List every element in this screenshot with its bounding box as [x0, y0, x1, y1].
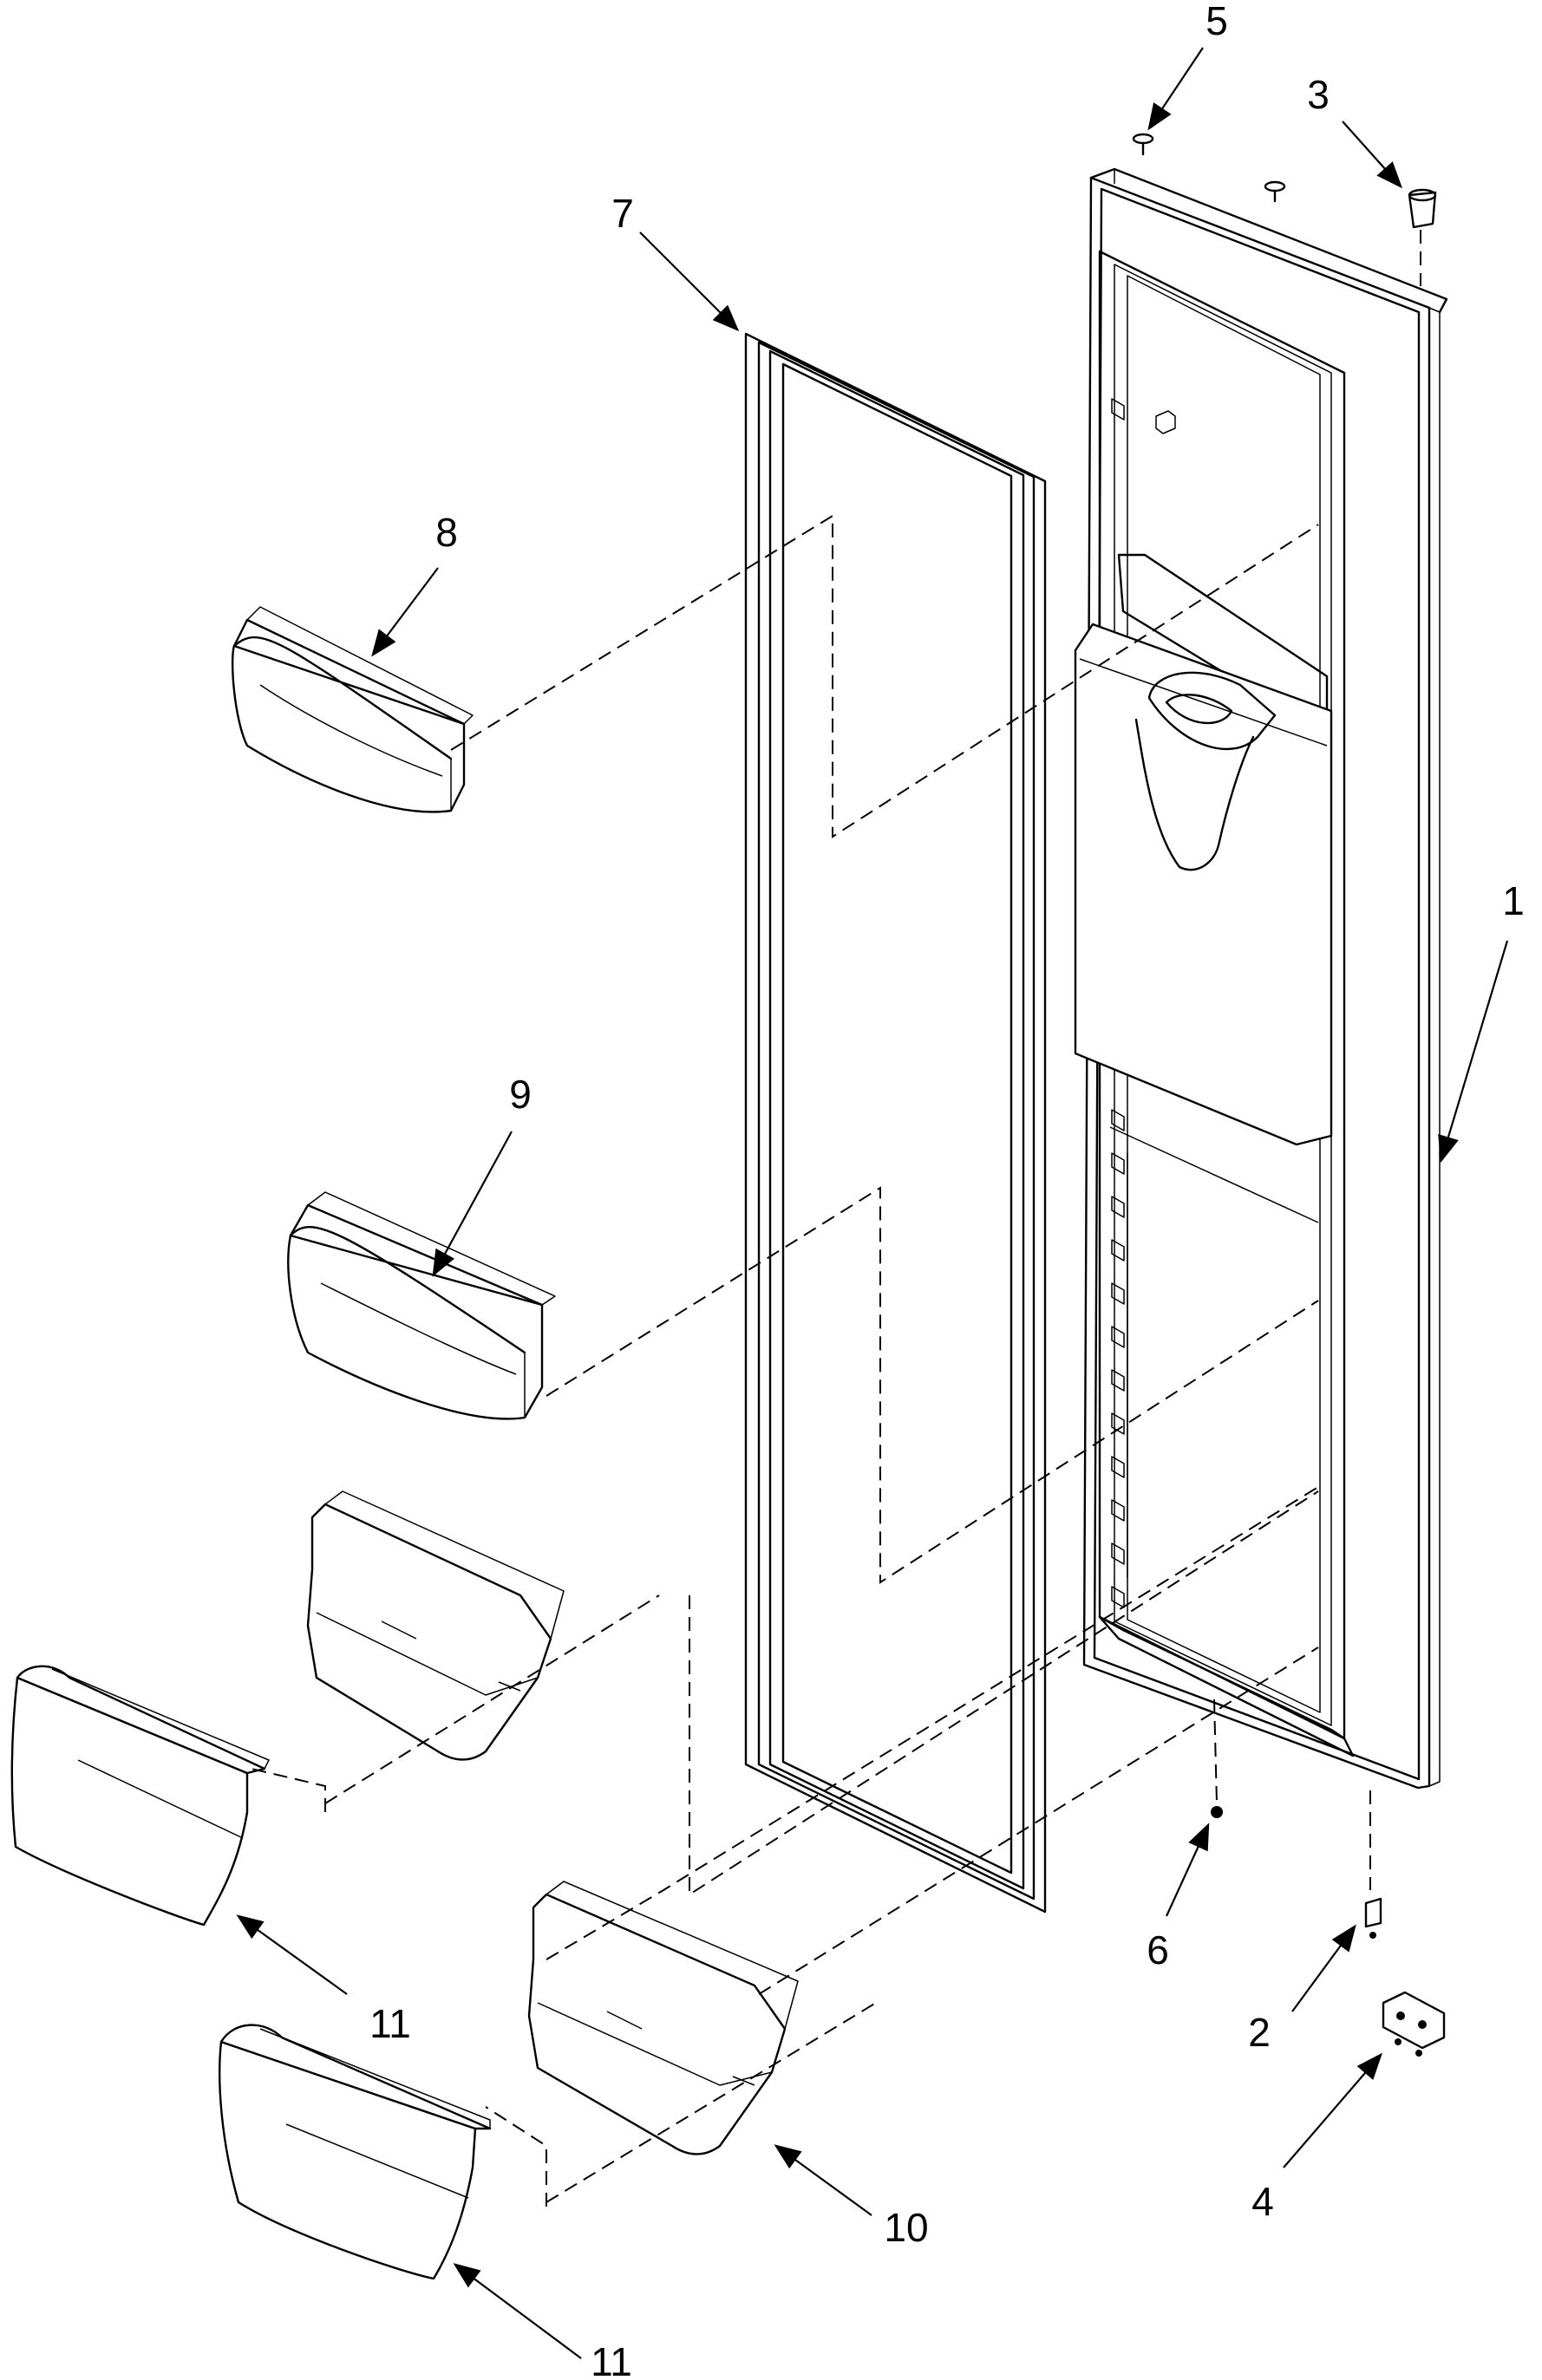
callout-10: 10 — [884, 2205, 928, 2250]
leader-11-upper — [236, 1914, 348, 1995]
leader-1 — [1438, 940, 1509, 1163]
leader-6 — [1165, 1822, 1210, 1917]
callout-11-upper: 11 — [369, 2001, 411, 2046]
door-bin-lower-part — [527, 1881, 799, 2155]
callout-5: 5 — [1206, 0, 1228, 43]
small-shelf-bin-part — [231, 606, 474, 813]
door-bin-upper-part — [306, 1490, 565, 1761]
callout-labels: 1 2 3 4 5 6 7 8 9 10 11 11 — [369, 0, 1525, 2380]
leader-11-lower — [453, 2263, 582, 2359]
lower-hinge-part — [1382, 1991, 1446, 2057]
bottom-plug-part — [1211, 1806, 1223, 1818]
leader-7 — [639, 231, 740, 332]
freezer-door-assembly — [1074, 167, 1448, 1790]
upper-hinge-bushing-part — [1408, 188, 1437, 229]
medium-shelf-bin-part — [287, 1191, 556, 1420]
leader-5 — [1147, 47, 1204, 131]
callout-1: 1 — [1502, 878, 1525, 923]
lower-hinge-pin-part — [1364, 1897, 1382, 1939]
callout-3: 3 — [1307, 72, 1330, 117]
door-gasket-part — [744, 332, 1047, 1914]
callout-8: 8 — [435, 510, 458, 555]
callout-2: 2 — [1248, 2010, 1271, 2055]
leader-2 — [1291, 1924, 1356, 2012]
top-plugs — [1132, 133, 1286, 203]
deep-bin-upper-part — [10, 1665, 270, 1927]
leader-10 — [774, 2144, 872, 2216]
callout-9: 9 — [509, 1072, 532, 1117]
alignment-lines — [251, 230, 1421, 2207]
callout-6: 6 — [1147, 1927, 1169, 1972]
leader-4 — [1283, 2052, 1383, 2168]
callout-4: 4 — [1251, 2179, 1274, 2224]
deep-bin-lower-part — [219, 2024, 492, 2280]
leader-3 — [1342, 121, 1403, 189]
leader-8 — [371, 567, 439, 657]
leader-arrows — [236, 47, 1509, 2359]
callout-7: 7 — [611, 191, 634, 236]
callout-11-lower: 11 — [591, 2339, 632, 2380]
leader-9 — [432, 1131, 513, 1277]
